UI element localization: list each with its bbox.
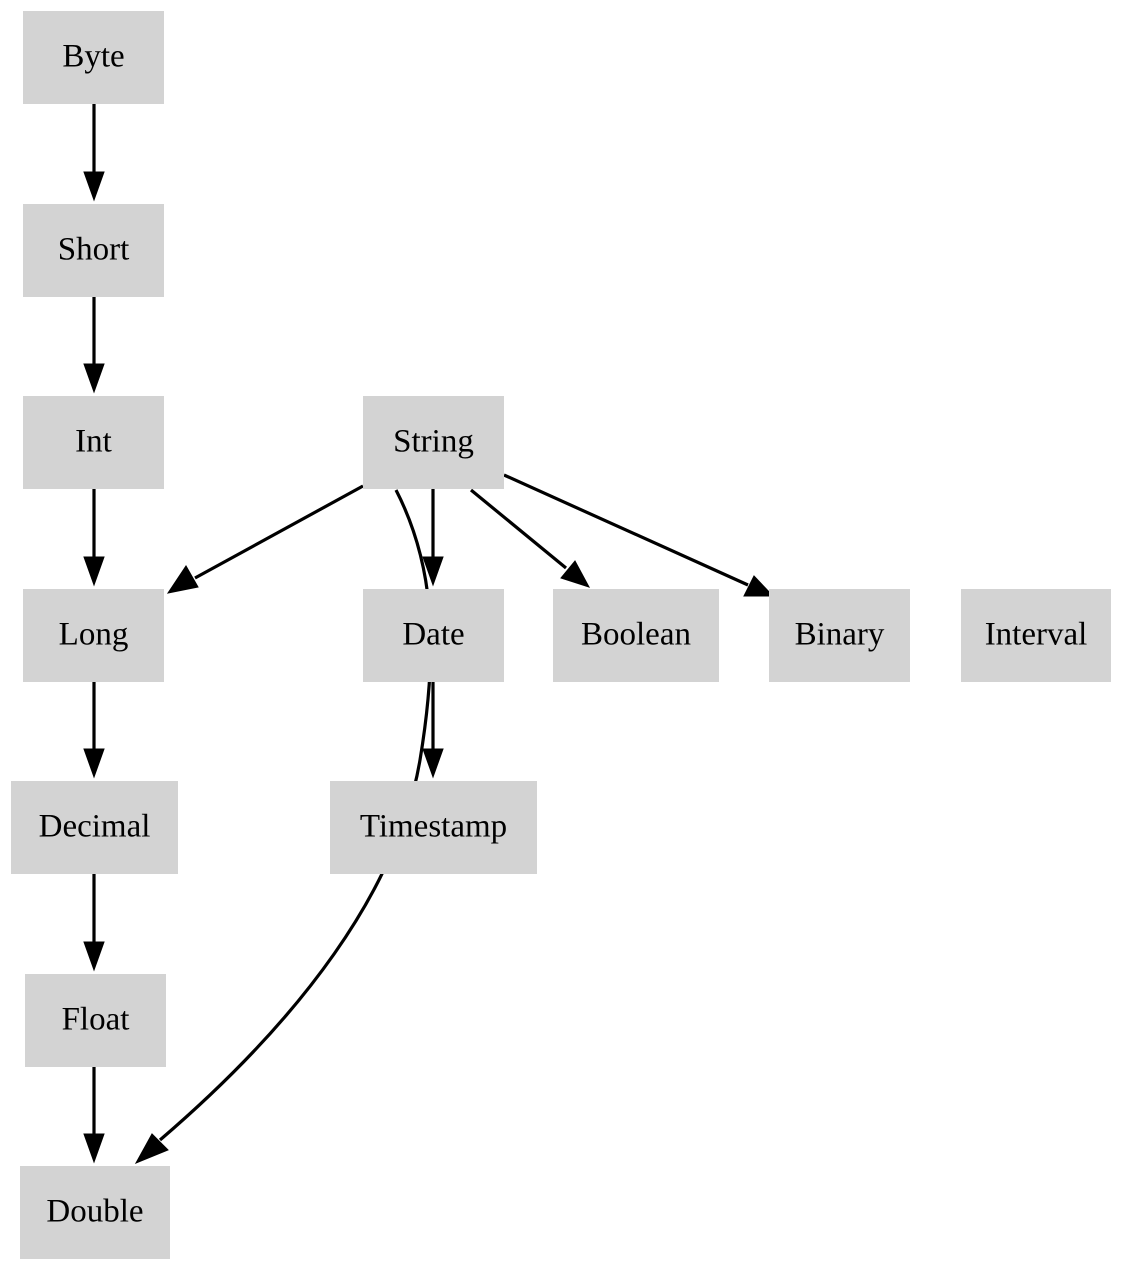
node-short[interactable]: Short bbox=[23, 204, 164, 297]
edge-date-timestamp bbox=[422, 682, 444, 779]
node-box[interactable] bbox=[23, 11, 164, 104]
node-box[interactable] bbox=[23, 204, 164, 297]
node-box[interactable] bbox=[23, 396, 164, 489]
edge-line bbox=[469, 488, 568, 570]
edge-string-long bbox=[166, 484, 364, 594]
edge-short-int bbox=[83, 297, 105, 394]
node-box[interactable] bbox=[330, 781, 537, 874]
arrowhead-icon bbox=[83, 1133, 105, 1164]
arrowhead-icon bbox=[83, 556, 105, 587]
node-date[interactable]: Date bbox=[363, 589, 504, 682]
node-double[interactable]: Double bbox=[20, 1166, 170, 1259]
arrowhead-icon bbox=[743, 575, 775, 597]
arrowhead-icon bbox=[560, 560, 591, 588]
node-long[interactable]: Long bbox=[23, 589, 164, 682]
node-box[interactable] bbox=[961, 589, 1111, 682]
node-timestamp[interactable]: Timestamp bbox=[330, 781, 537, 874]
arrowhead-icon bbox=[422, 748, 444, 779]
arrowhead-icon bbox=[83, 748, 105, 779]
edge-line bbox=[194, 484, 364, 580]
edge-string-binary bbox=[503, 473, 775, 597]
arrowhead-icon bbox=[83, 363, 105, 394]
node-interval[interactable]: Interval bbox=[961, 589, 1111, 682]
node-float[interactable]: Float bbox=[25, 974, 166, 1067]
arrowhead-icon bbox=[83, 171, 105, 202]
node-box[interactable] bbox=[769, 589, 910, 682]
edge-string-boolean bbox=[469, 488, 591, 588]
edge-byte-short bbox=[83, 104, 105, 202]
arrowhead-icon bbox=[422, 556, 444, 587]
arrowhead-icon bbox=[166, 565, 199, 594]
edge-decimal-float bbox=[83, 874, 105, 972]
edge-float-double bbox=[83, 1067, 105, 1164]
node-box[interactable] bbox=[363, 589, 504, 682]
arrowhead-icon bbox=[134, 1133, 169, 1164]
node-box[interactable] bbox=[25, 974, 166, 1067]
node-decimal[interactable]: Decimal bbox=[11, 781, 178, 874]
node-box[interactable] bbox=[20, 1166, 170, 1259]
edge-line bbox=[503, 473, 749, 587]
node-binary[interactable]: Binary bbox=[769, 589, 910, 682]
node-box[interactable] bbox=[363, 396, 504, 489]
node-boolean[interactable]: Boolean bbox=[553, 589, 719, 682]
nodes-layer: Byte Short Int Long Decimal Float bbox=[11, 11, 1111, 1259]
node-byte[interactable]: Byte bbox=[23, 11, 164, 104]
node-box[interactable] bbox=[553, 589, 719, 682]
edge-long-decimal bbox=[83, 682, 105, 779]
arrowhead-icon bbox=[83, 941, 105, 972]
node-int[interactable]: Int bbox=[23, 396, 164, 489]
edge-int-long bbox=[83, 489, 105, 587]
node-box[interactable] bbox=[23, 589, 164, 682]
edge-string-date bbox=[422, 489, 444, 587]
node-string[interactable]: String bbox=[363, 396, 504, 489]
node-box[interactable] bbox=[11, 781, 178, 874]
